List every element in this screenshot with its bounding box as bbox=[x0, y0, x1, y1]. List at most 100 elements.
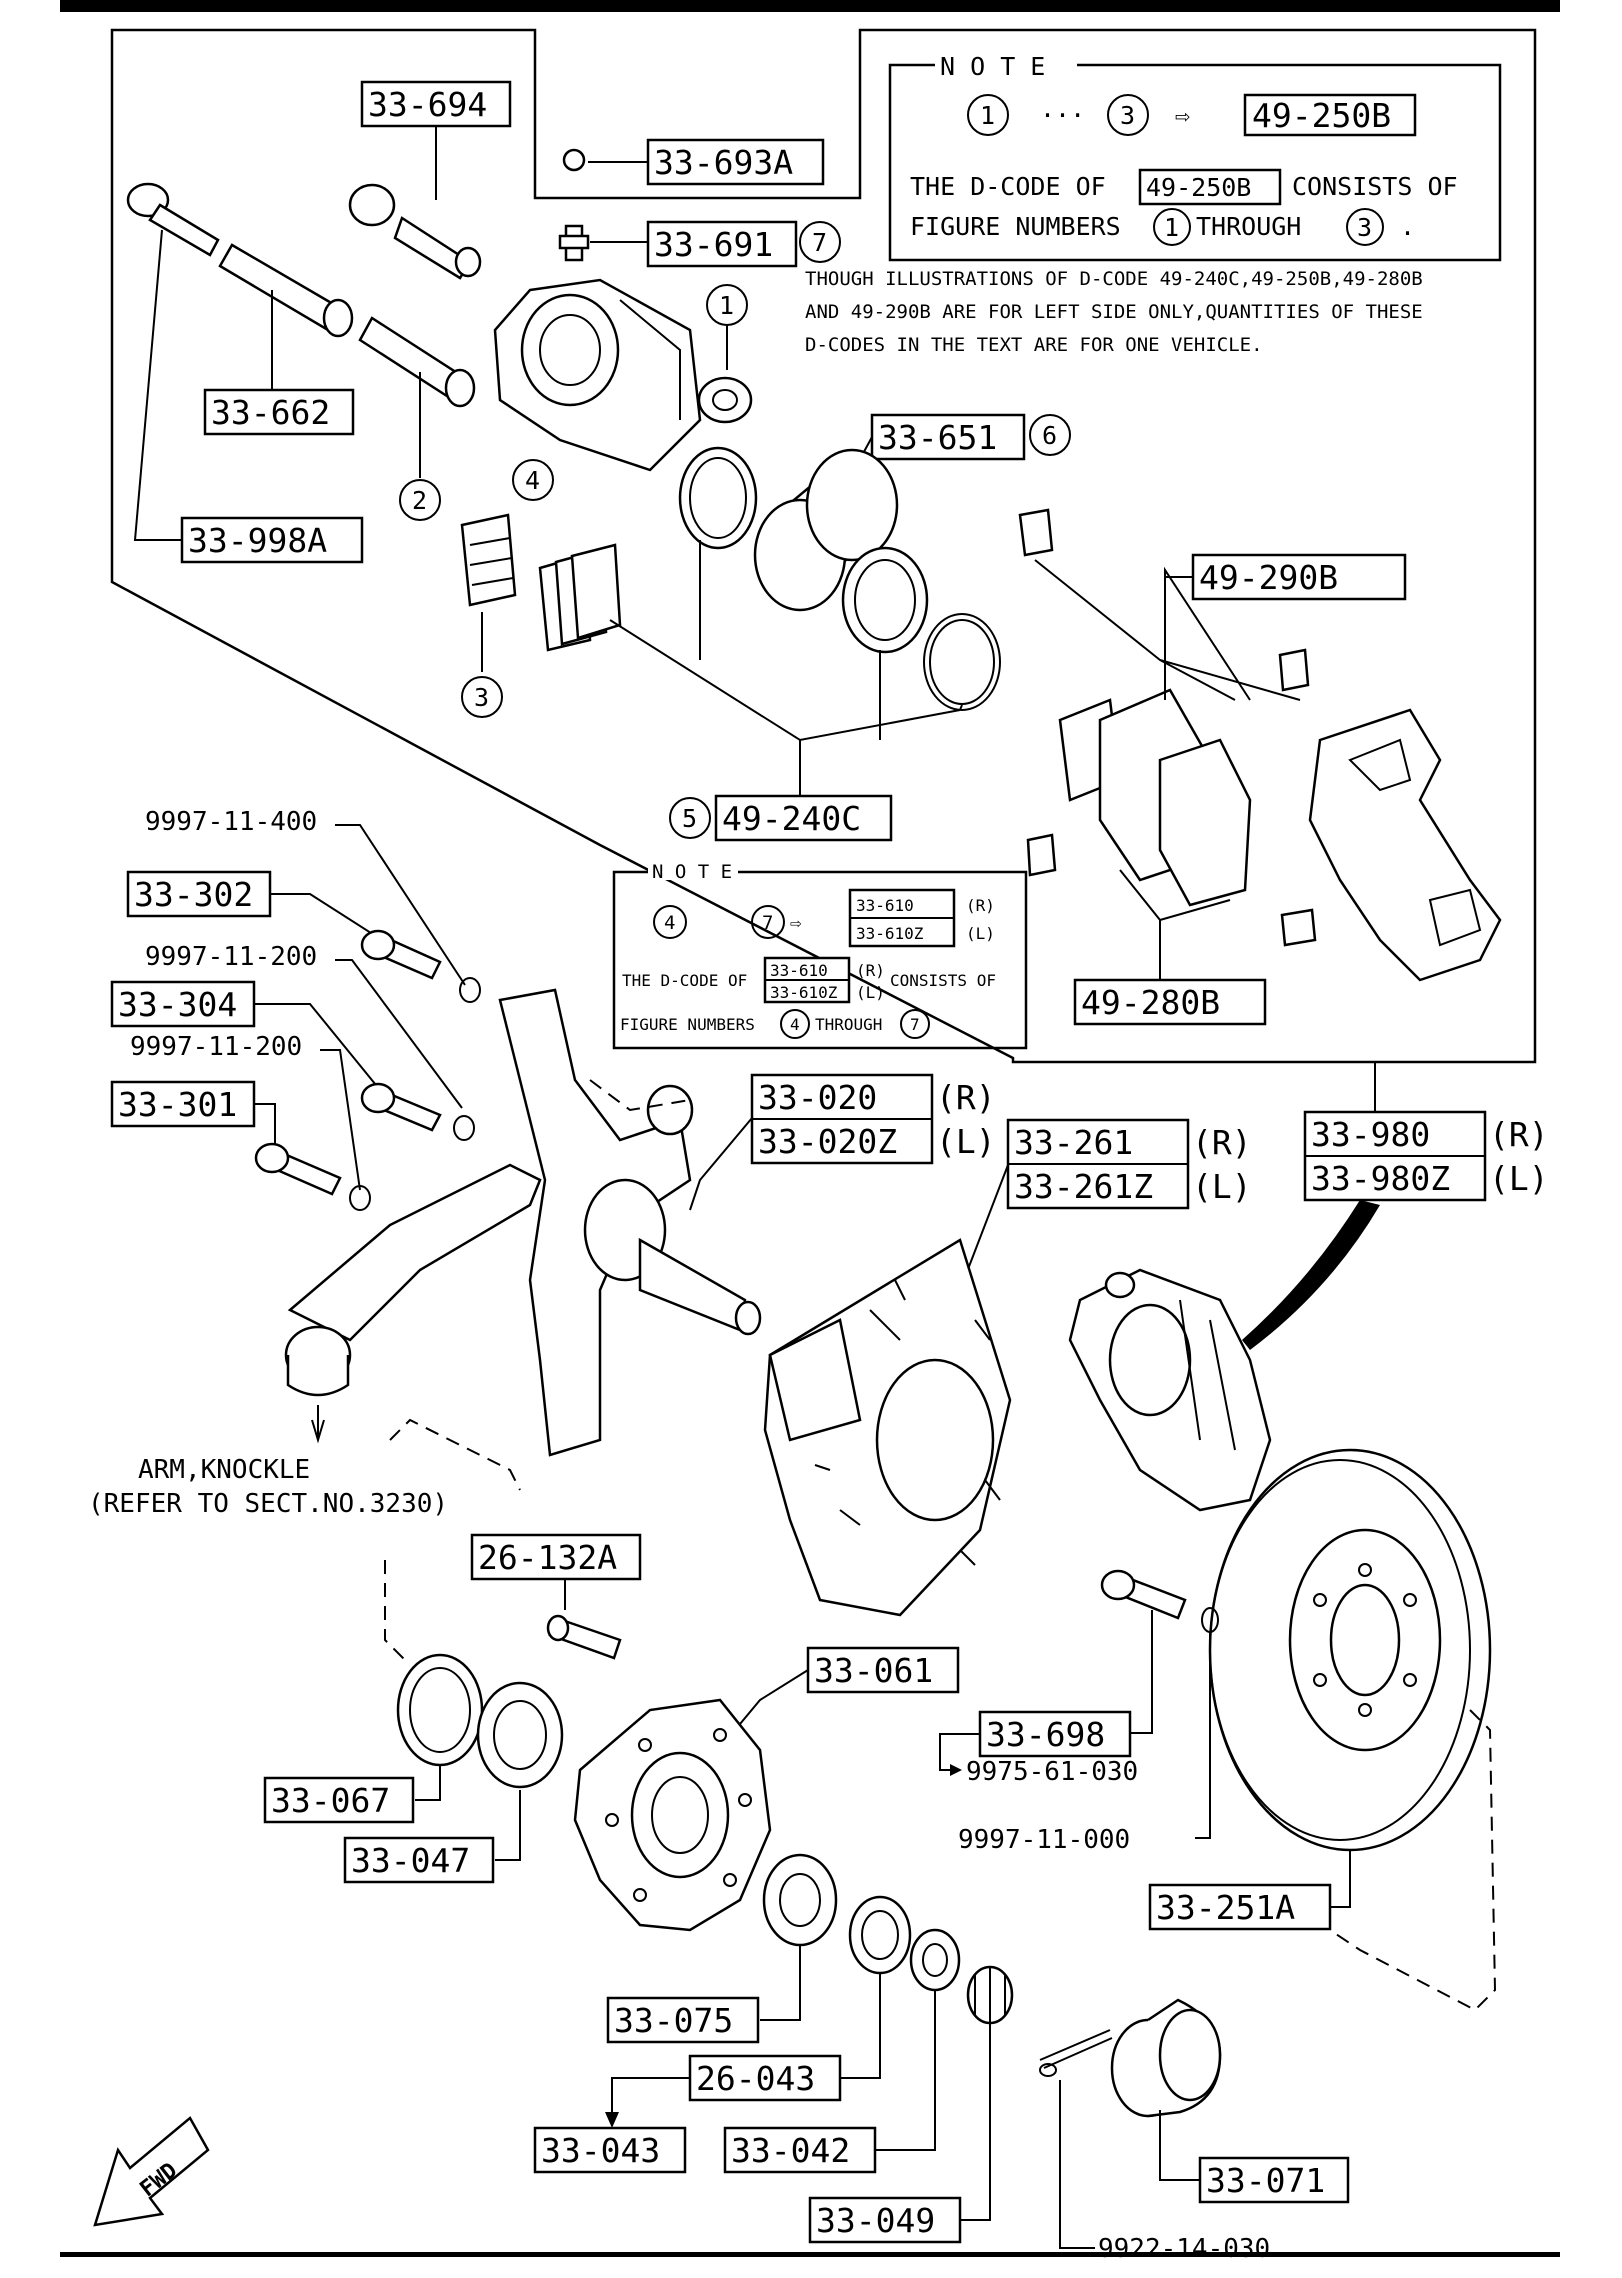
lock-washer-part bbox=[848, 1895, 912, 1975]
wheel-hub-part bbox=[573, 1698, 772, 1932]
circled-number-4: 4 bbox=[525, 466, 540, 495]
label-33-691: 33-691 bbox=[654, 225, 773, 264]
top-rule bbox=[60, 0, 1560, 12]
circled-number-3: 3 bbox=[1120, 101, 1135, 130]
note-box-small: N O T E 4 7 ⇨ 33-610 33-610Z (R) (L) THE… bbox=[612, 861, 1028, 1050]
side-text-line2: AND 49-290B ARE FOR LEFT SIDE ONLY,QUANT… bbox=[805, 301, 1423, 323]
note-heading: N O T E bbox=[940, 52, 1045, 81]
label-33-980-side-r: (R) bbox=[1489, 1115, 1549, 1154]
label-49-240c: 49-240C bbox=[722, 799, 861, 838]
label-33-251a: 33-251A bbox=[1156, 1888, 1295, 1927]
caliper-body-part bbox=[493, 278, 702, 472]
steering-knuckle-part bbox=[498, 988, 762, 1457]
brake-pad-part bbox=[1058, 688, 1252, 907]
label-33-043: 33-043 bbox=[541, 2131, 660, 2170]
label-33-980z-side-l: (L) bbox=[1489, 1159, 1549, 1198]
label-33-998a: 33-998A bbox=[188, 521, 327, 560]
caliper-mount-bolt-part bbox=[1100, 1569, 1219, 1633]
label-33-071: 33-071 bbox=[1206, 2161, 1325, 2200]
circled-number-6: 6 bbox=[1042, 421, 1057, 450]
caliper-assembly-part bbox=[1068, 1268, 1272, 1512]
caliper-bolt-part bbox=[126, 182, 220, 257]
label-33-020z-side-l: (L) bbox=[936, 1122, 996, 1161]
range-dots: ··· bbox=[1040, 101, 1085, 130]
label-49-290b: 49-290B bbox=[1199, 558, 1338, 597]
circled-number-3-callout: 3 bbox=[474, 683, 489, 712]
label-33-980z: 33-980Z bbox=[1311, 1159, 1450, 1198]
label-33-075: 33-075 bbox=[614, 2001, 733, 2040]
label-9997-11-400: 9997-11-400 bbox=[145, 807, 317, 837]
small-circled-4b: 4 bbox=[790, 1015, 800, 1034]
circled-number-3b: 3 bbox=[1357, 213, 1372, 242]
fwd-arrow-icon: FWD bbox=[93, 2116, 210, 2227]
label-26-043: 26-043 bbox=[696, 2059, 815, 2098]
assembly-pointer-icon bbox=[1242, 1200, 1380, 1350]
small-note-heading: N O T E bbox=[652, 861, 732, 883]
o-ring-part bbox=[923, 613, 1001, 711]
label-33-302: 33-302 bbox=[134, 875, 253, 914]
note-line2-a: FIGURE NUMBERS bbox=[910, 212, 1121, 241]
arm-knuckle-part bbox=[284, 1163, 542, 1397]
label-33-304: 33-304 bbox=[118, 985, 237, 1024]
label-33-261z-side-l: (L) bbox=[1192, 1167, 1252, 1206]
label-33-980: 33-980 bbox=[1311, 1115, 1430, 1154]
circled-number-1-callout: 1 bbox=[719, 291, 734, 320]
small-note-line1-a: THE D-CODE OF bbox=[622, 971, 747, 990]
circled-number-7: 7 bbox=[812, 228, 827, 257]
inner-bearing-part bbox=[762, 1853, 838, 1947]
small-inline-side-r: (R) bbox=[856, 961, 885, 980]
disc-rotor-part bbox=[1208, 1448, 1492, 1852]
castle-nut-part bbox=[966, 1965, 1014, 2025]
label-33-261: 33-261 bbox=[1014, 1123, 1133, 1162]
note-line2-end: . bbox=[1400, 212, 1415, 241]
hub-cap-part bbox=[1110, 1998, 1222, 2118]
small-inline-code-r: 33-610 bbox=[770, 961, 828, 980]
lower-pin-part bbox=[358, 316, 476, 408]
label-33-662: 33-662 bbox=[211, 393, 330, 432]
small-circled-7: 7 bbox=[762, 912, 773, 934]
pad-shim-part bbox=[460, 513, 517, 607]
caliper-bracket-part bbox=[1308, 708, 1502, 982]
label-33-042: 33-042 bbox=[731, 2131, 850, 2170]
bleeder-screw-part bbox=[558, 224, 590, 262]
label-33-694: 33-694 bbox=[368, 85, 487, 124]
note-box-main: N O T E 1 ··· 3 ⇨ 49-250B THE D-CODE OF … bbox=[888, 52, 1502, 262]
label-49-250b: 49-250B bbox=[1252, 96, 1391, 135]
arrow-icon: ⇨ bbox=[1175, 101, 1190, 130]
note-line2-b: THROUGH bbox=[1196, 212, 1301, 241]
circled-number-5: 5 bbox=[682, 804, 697, 833]
note-line1-a: THE D-CODE OF bbox=[910, 172, 1106, 201]
label-33-049: 33-049 bbox=[816, 2201, 935, 2240]
label-9997-11-200-a: 9997-11-200 bbox=[145, 942, 317, 972]
pad-clip-part bbox=[1018, 508, 1317, 947]
knuckle-bolts-part bbox=[254, 929, 481, 1211]
bushing-part bbox=[697, 376, 753, 424]
label-arm-knockle-ref: (REFER TO SECT.NO.3230) bbox=[88, 1489, 448, 1519]
small-note-line2-b: THROUGH bbox=[815, 1015, 882, 1034]
small-note-line2-a: FIGURE NUMBERS bbox=[620, 1015, 755, 1034]
sleeve-part bbox=[218, 243, 354, 338]
label-33-301: 33-301 bbox=[118, 1085, 237, 1124]
guide-pin-part bbox=[348, 183, 482, 280]
label-arm-knockle: ARM,KNOCKLE bbox=[138, 1455, 310, 1485]
label-9922-14-030: 9922-14-030 bbox=[1098, 2234, 1270, 2264]
label-33-047: 33-047 bbox=[351, 1841, 470, 1880]
side-text-line3: D-CODES IN THE TEXT ARE FOR ONE VEHICLE. bbox=[805, 334, 1263, 356]
piston-part bbox=[753, 448, 899, 612]
hub-bolt-part bbox=[546, 1614, 622, 1660]
circled-number-2: 2 bbox=[412, 486, 427, 515]
small-side-l: (L) bbox=[966, 924, 995, 943]
caliper-kit-frame bbox=[110, 28, 1537, 1064]
dust-boot-part bbox=[841, 546, 929, 654]
label-9997-11-000: 9997-11-000 bbox=[958, 1825, 1130, 1855]
label-26-132a: 26-132A bbox=[478, 1538, 617, 1577]
small-circled-4: 4 bbox=[664, 912, 675, 934]
bottom-rule bbox=[60, 2252, 1560, 2257]
label-33-020z: 33-020Z bbox=[758, 1122, 897, 1161]
oil-seal-part bbox=[396, 1653, 484, 1767]
label-33-067: 33-067 bbox=[271, 1781, 390, 1820]
small-side-r: (R) bbox=[966, 896, 995, 915]
anti-squeal-shims-part bbox=[538, 543, 622, 652]
label-33-693a: 33-693A bbox=[654, 143, 793, 182]
